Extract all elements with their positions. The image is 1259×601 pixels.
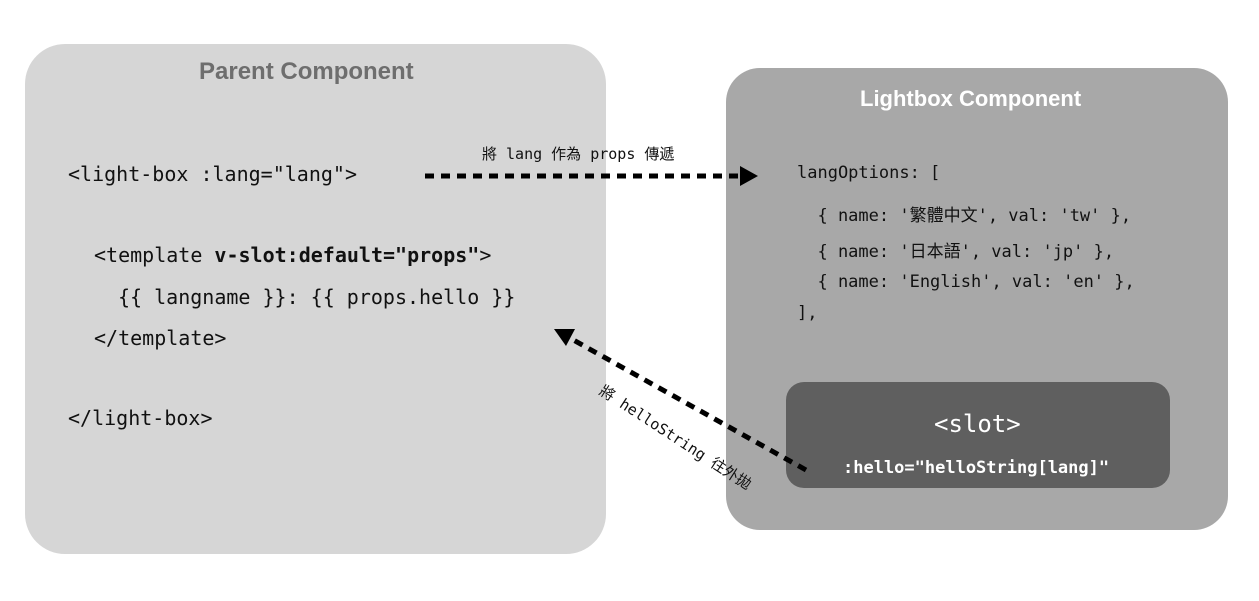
code-template-vslot: v-slot:default=" <box>214 243 408 267</box>
code-template-close: </template> <box>94 326 227 350</box>
code-template-suffix: > <box>479 243 492 267</box>
code-lang-option-jp: { name: '日本語', val: 'jp' }, <box>797 242 1115 262</box>
emit-arrow-head <box>554 329 575 346</box>
parent-component-box <box>25 44 606 554</box>
code-template-open: <template v-slot:default="props"> <box>94 243 491 267</box>
code-lang-option-en: { name: 'English', val: 'en' }, <box>797 272 1135 292</box>
parent-component-title: Parent Component <box>199 58 414 85</box>
slot-tag: <slot> <box>934 410 1021 438</box>
code-expression: {{ langname }}: {{ props.hello }} <box>118 285 516 309</box>
props-arrow-label: 將 lang 作為 props 傳遞 <box>482 145 675 163</box>
code-template-prefix: <template <box>94 243 215 267</box>
lightbox-component-title: Lightbox Component <box>860 86 1082 111</box>
code-lang-option-tw: { name: '繁體中文', val: 'tw' }, <box>797 206 1132 226</box>
code-light-box-close: </light-box> <box>68 406 213 430</box>
code-light-box-open: <light-box :lang="lang"> <box>68 162 357 186</box>
slot-hello-attr: :hello="helloString[lang]" <box>843 458 1110 478</box>
slot-box <box>786 382 1170 488</box>
code-lang-options-close: ], <box>797 303 818 323</box>
code-lang-options-open: langOptions: [ <box>797 163 941 183</box>
code-template-quote: " <box>467 243 480 267</box>
code-template-props: props <box>407 243 468 267</box>
props-arrow-head <box>740 166 758 186</box>
emit-arrow <box>566 334 808 473</box>
